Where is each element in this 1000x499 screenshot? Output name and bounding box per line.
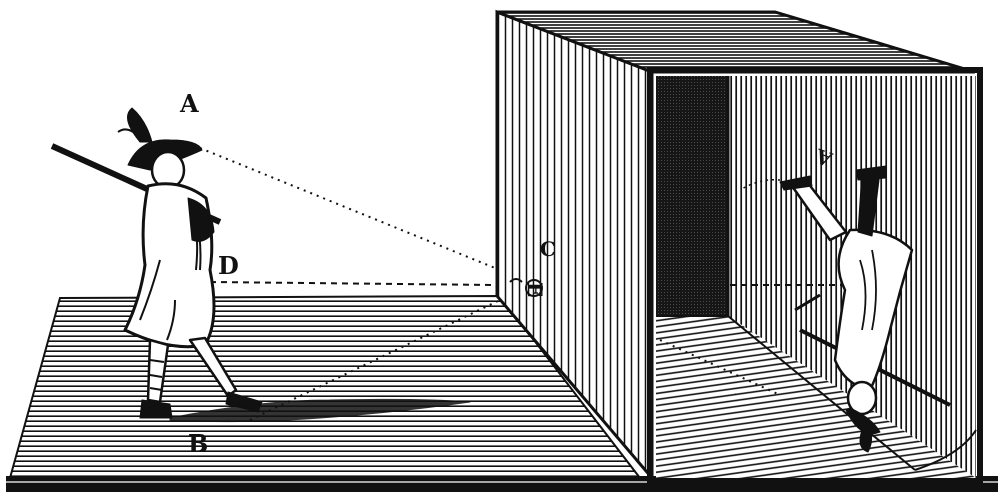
label-c: C	[540, 237, 556, 261]
ray-d-to-aperture	[209, 281, 496, 286]
label-b: B	[188, 429, 208, 458]
box-interior-floor	[656, 316, 976, 478]
light-rays	[199, 147, 860, 421]
diagram-labels: A D B C E A	[179, 89, 836, 458]
label-e: E	[523, 282, 547, 297]
label-d: D	[218, 251, 239, 280]
label-a: A	[179, 89, 199, 118]
ray-b-to-aperture	[249, 299, 501, 421]
aperture	[509, 278, 543, 297]
ray-a-to-aperture	[199, 147, 496, 269]
box-back-wall	[656, 76, 728, 316]
right-leg	[188, 336, 238, 398]
figure-shadow	[169, 398, 471, 423]
box-opening	[647, 67, 983, 485]
inverted-image-figure	[739, 165, 951, 453]
observer-figure	[50, 107, 471, 423]
left-leg	[146, 338, 170, 404]
